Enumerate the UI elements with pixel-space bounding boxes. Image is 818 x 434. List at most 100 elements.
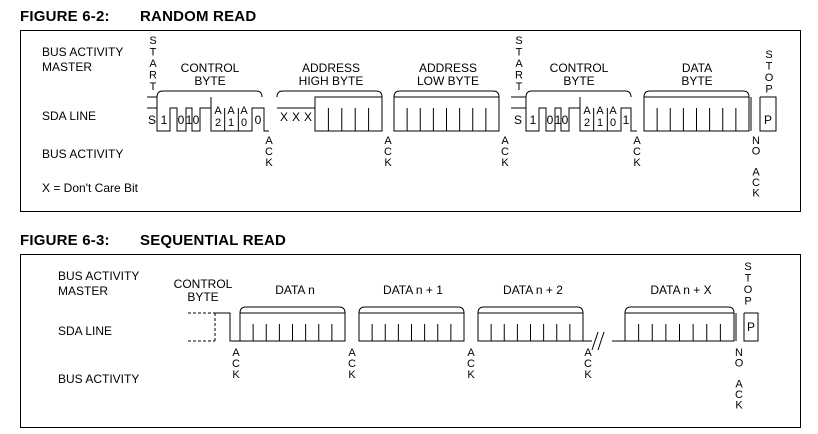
address-bit-bottom: 1 [228, 117, 234, 129]
ack-label-4: ACK [584, 347, 592, 381]
svg-text:S: S [149, 35, 156, 47]
control-bit: 0 [193, 113, 200, 127]
control-bit-2: 1 [555, 113, 562, 127]
control-byte-2-label: CONTROL [550, 61, 609, 75]
stop-bit: P [764, 113, 772, 127]
svg-text:A: A [149, 58, 157, 70]
svg-text:A: A [265, 135, 273, 147]
svg-text:A: A [735, 379, 743, 391]
ack-label-1: ACK [232, 347, 240, 381]
figure-name: SEQUENTIAL READ [140, 232, 287, 249]
svg-text:P: P [765, 84, 772, 96]
dont-care-legend: X = Don't Care Bit [42, 181, 139, 195]
svg-text:C: C [633, 146, 641, 158]
svg-text:P: P [744, 296, 751, 308]
svg-text:T: T [516, 47, 523, 59]
svg-text:A: A [752, 167, 760, 179]
svg-text:C: C [232, 358, 240, 370]
control-bit-2: 0 [562, 113, 569, 127]
svg-text:A: A [633, 135, 641, 147]
svg-text:A: A [467, 347, 475, 359]
figure-name: RANDOM READ [140, 8, 257, 25]
data-byte-label: DATA [682, 61, 712, 75]
svg-text:T: T [516, 81, 523, 93]
control-byte-label-2: BYTE [187, 290, 218, 304]
bus-activity-label: BUS ACTIVITY [58, 372, 139, 386]
data-n-label: DATA n [275, 283, 315, 297]
rw-bit: 0 [255, 113, 262, 127]
svg-text:K: K [467, 369, 475, 381]
sda-line-label: SDA LINE [58, 324, 112, 338]
ack-label-4: ACK [633, 135, 641, 169]
address-bit-bottom-2: 2 [584, 117, 590, 129]
data-n-plus-x-label: DATA n + X [650, 283, 711, 297]
no-ack-label: NO ACK [735, 347, 744, 412]
data-byte-label-2: BYTE [681, 74, 712, 88]
control-bit: 0 [178, 113, 185, 127]
address-bit-top-2: A [596, 105, 604, 117]
svg-text:K: K [501, 157, 509, 169]
svg-text:C: C [467, 358, 475, 370]
dont-care-bit: X [292, 110, 300, 124]
svg-text:C: C [584, 358, 592, 370]
control-byte-2-label-2: BYTE [563, 74, 594, 88]
svg-text:R: R [149, 70, 157, 82]
start-bit: S [148, 113, 156, 127]
svg-text:S: S [515, 35, 522, 47]
svg-text:T: T [150, 81, 157, 93]
svg-text:A: A [232, 347, 240, 359]
svg-text:R: R [515, 70, 523, 82]
address-bit-bottom-2: 1 [597, 117, 603, 129]
svg-text:A: A [384, 135, 392, 147]
address-bit-top: A [240, 105, 248, 117]
address-bit-top-2: A [583, 105, 591, 117]
address-high-byte-label-2: HIGH BYTE [299, 74, 364, 88]
ack-label-2: ACK [348, 347, 356, 381]
figure-number: FIGURE 6-3: [20, 232, 110, 249]
control-bit-2: 0 [547, 113, 554, 127]
svg-text:C: C [384, 146, 392, 158]
address-bit-top-2: A [609, 105, 617, 117]
svg-text:T: T [766, 61, 773, 73]
svg-text:K: K [752, 188, 760, 200]
dont-care-bit: X [280, 110, 288, 124]
data-n-plus-2-label: DATA n + 2 [503, 283, 563, 297]
control-bit-2: 1 [530, 113, 537, 127]
svg-text:T: T [150, 47, 157, 59]
svg-text:K: K [348, 369, 356, 381]
address-bit-bottom: 2 [215, 117, 221, 129]
svg-text:S: S [744, 261, 751, 273]
sda-line-label: SDA LINE [42, 109, 96, 123]
svg-text:S: S [765, 49, 772, 61]
stop-bit: P [747, 320, 755, 334]
address-bit-top: A [227, 105, 235, 117]
figure-number: FIGURE 6-2: [20, 8, 110, 25]
rw-bit-2: 1 [623, 113, 630, 127]
no-ack-label: NO ACK [752, 135, 761, 200]
figure-6-3-title: FIGURE 6-3: SEQUENTIAL READ [20, 232, 286, 249]
svg-text:C: C [348, 358, 356, 370]
svg-text:C: C [265, 146, 273, 158]
svg-text:N: N [752, 135, 760, 147]
sequential-read-frame [20, 254, 801, 428]
svg-text:O: O [765, 72, 774, 84]
bus-activity-master-label: BUS ACTIVITY [58, 269, 139, 283]
svg-text:N: N [735, 347, 743, 359]
svg-text:A: A [348, 347, 356, 359]
ack-label-3: ACK [467, 347, 475, 381]
svg-text:K: K [232, 369, 240, 381]
svg-text:C: C [735, 389, 743, 401]
random-read-frame [20, 30, 801, 212]
svg-text:O: O [735, 358, 744, 370]
control-byte-label-2: BYTE [194, 74, 225, 88]
svg-text:K: K [384, 157, 392, 169]
dont-care-bit: X [304, 110, 312, 124]
ack-label-3: ACK [501, 135, 509, 169]
svg-text:O: O [744, 284, 753, 296]
